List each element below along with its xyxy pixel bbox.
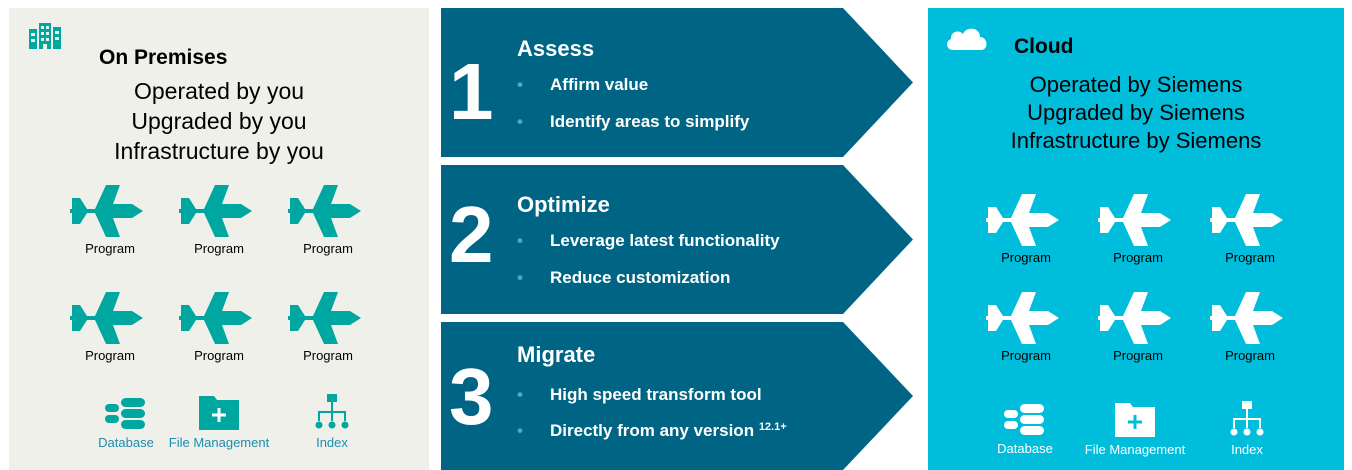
index-item: Index xyxy=(267,394,397,450)
folder-plus-icon xyxy=(199,396,239,430)
description-line: Infrastructure by you xyxy=(114,138,324,164)
program-item: Program xyxy=(278,292,378,363)
program-label: Program xyxy=(303,348,353,363)
program-item: Program xyxy=(60,292,160,363)
step-number: 3 xyxy=(449,352,494,441)
airplane-icon xyxy=(179,292,259,344)
program-label: Program xyxy=(85,348,135,363)
cloud-title: Cloud xyxy=(1014,35,1074,58)
program-item: Program xyxy=(976,194,1076,265)
step-bullet: •Directly from any version 12.1+ xyxy=(517,421,787,440)
airplane-icon xyxy=(70,185,150,237)
buildings-icon xyxy=(29,23,61,49)
airplane-icon xyxy=(1098,194,1178,246)
step-migrate: 3 Migrate •High speed transform tool •Di… xyxy=(441,322,915,470)
step-arrow-shape xyxy=(441,322,913,470)
database-label: Database xyxy=(98,435,154,450)
program-item: Program xyxy=(1088,292,1188,363)
program-item: Program xyxy=(976,292,1076,363)
step-arrow-shape xyxy=(441,165,913,314)
airplane-icon xyxy=(986,194,1066,246)
index-label: Index xyxy=(316,435,348,450)
program-label: Program xyxy=(1001,348,1051,363)
version-superscript: 12.1+ xyxy=(758,421,787,433)
database-icon xyxy=(105,398,145,429)
index-item: Index xyxy=(1182,401,1312,457)
airplane-icon xyxy=(1210,292,1290,344)
file-management-label: File Management xyxy=(168,435,270,450)
folder-plus-icon xyxy=(1115,403,1155,437)
on-premises-title: On Premises xyxy=(99,46,228,69)
program-label: Program xyxy=(194,241,244,256)
step-number: 2 xyxy=(449,190,494,279)
airplane-icon xyxy=(288,292,368,344)
description-line: Upgraded by Siemens xyxy=(1027,100,1245,125)
cloud-description: Operated by Siemens Upgraded by Siemens … xyxy=(928,71,1344,155)
file-management-item: File Management xyxy=(154,394,284,450)
step-bullet: •Reduce customization xyxy=(517,268,731,287)
cloud-icon xyxy=(947,28,987,50)
index-label: Index xyxy=(1231,442,1263,457)
description-line: Operated by you xyxy=(133,78,305,104)
cloud-panel: Cloud Operated by Siemens Upgraded by Si… xyxy=(928,8,1344,470)
airplane-icon xyxy=(70,292,150,344)
program-label: Program xyxy=(85,241,135,256)
airplane-icon xyxy=(1210,194,1290,246)
description-line: Upgraded by you xyxy=(131,108,307,134)
program-label: Program xyxy=(1113,348,1163,363)
program-item: Program xyxy=(278,185,378,256)
description-line: Operated by Siemens xyxy=(1029,72,1243,97)
step-number: 1 xyxy=(449,47,494,136)
step-title: Optimize xyxy=(517,192,610,217)
program-item: Program xyxy=(60,185,160,256)
step-bullet: •Leverage latest functionality xyxy=(517,231,780,250)
step-title: Assess xyxy=(517,36,595,61)
on-premises-panel: On Premises Operated by you Upgraded by … xyxy=(9,8,429,470)
database-label: Database xyxy=(997,441,1053,456)
airplane-icon xyxy=(1098,292,1178,344)
program-label: Program xyxy=(1001,250,1051,265)
airplane-icon xyxy=(288,185,368,237)
file-management-item: File Management xyxy=(1070,401,1200,457)
program-item: Program xyxy=(1088,194,1188,265)
description-line: Infrastructure by Siemens xyxy=(1010,128,1262,153)
step-title: Migrate xyxy=(517,342,596,367)
program-item: Program xyxy=(169,185,269,256)
step-bullet: •High speed transform tool xyxy=(517,385,762,404)
database-item: Database xyxy=(61,396,191,450)
program-item: Program xyxy=(1200,292,1300,363)
database-icon xyxy=(1004,404,1044,435)
program-label: Program xyxy=(1113,250,1163,265)
step-bullet: •Affirm value xyxy=(517,75,649,94)
airplane-icon xyxy=(986,292,1066,344)
file-management-label: File Management xyxy=(1084,442,1186,457)
step-arrow-shape xyxy=(441,8,913,157)
step-assess: 1 Assess •Affirm value •Identify areas t… xyxy=(441,8,915,157)
hierarchy-icon xyxy=(315,394,349,429)
step-optimize: 2 Optimize •Leverage latest functionalit… xyxy=(441,165,915,314)
hierarchy-icon xyxy=(1230,401,1264,436)
program-label: Program xyxy=(194,348,244,363)
on-premises-description: Operated by you Upgraded by you Infrastr… xyxy=(9,76,429,166)
program-label: Program xyxy=(1225,250,1275,265)
program-item: Program xyxy=(169,292,269,363)
program-label: Program xyxy=(303,241,353,256)
database-item: Database xyxy=(960,402,1090,456)
step-bullet: •Identify areas to simplify xyxy=(517,112,750,131)
airplane-icon xyxy=(179,185,259,237)
program-label: Program xyxy=(1225,348,1275,363)
program-item: Program xyxy=(1200,194,1300,265)
